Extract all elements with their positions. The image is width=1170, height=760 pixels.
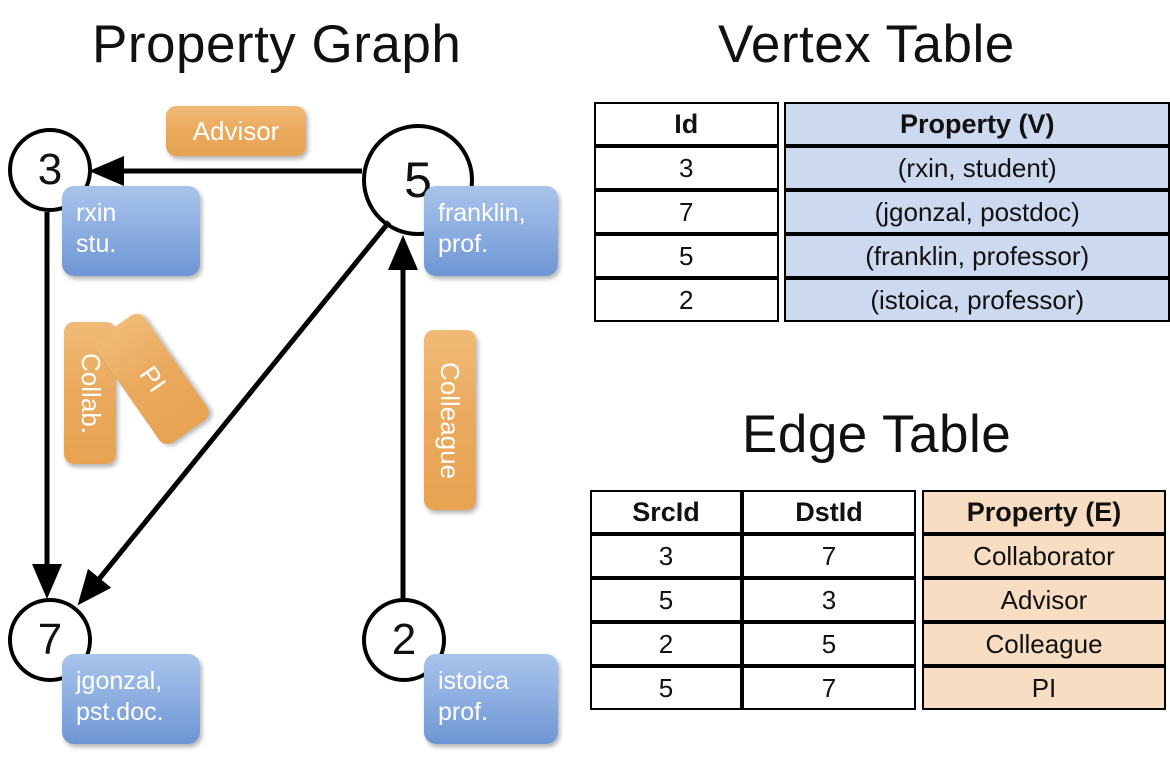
edge-row-1-dst: 3 <box>742 578 916 622</box>
edge-label-advisor: Advisor <box>166 106 306 156</box>
vertex-table-header-id: Id <box>594 102 779 146</box>
vertex-table: Id Property (V) 3 (rxin, student) 7 (jgo… <box>594 102 1170 322</box>
edge-row-2-src: 2 <box>590 622 742 666</box>
graph-node-2-label: 2 <box>391 615 417 664</box>
graph-node-7-label: 7 <box>37 615 63 664</box>
edge-label-collab-text: Collab. <box>75 352 106 434</box>
page-title-vertex-table: Vertex Table <box>718 15 1015 74</box>
edge-row-1-property: Advisor <box>922 578 1166 622</box>
edge-table-header-row: SrcId DstId Property (E) <box>590 490 1166 534</box>
table-row: 5 7 PI <box>590 666 1166 710</box>
edge-row-3-src: 5 <box>590 666 742 710</box>
vertex-row-0-property: (rxin, student) <box>784 146 1170 190</box>
edge-label-pi-text: PI <box>133 360 172 398</box>
vertex-property-box-7: jgonzal, pst.doc. <box>62 654 200 744</box>
vertex-property-3-line2: stu. <box>76 230 117 259</box>
edge-table-column-separator <box>916 490 922 534</box>
edge-label-colleague: Colleague <box>424 330 476 510</box>
vertex-table-column-separator <box>778 190 785 234</box>
vertex-property-5-line2: prof. <box>438 230 489 259</box>
vertex-property-5-line1: franklin, <box>438 199 526 227</box>
graph-node-3-label: 3 <box>37 145 63 194</box>
graph-node-5[interactable]: 5 <box>362 124 474 236</box>
vertex-row-3-property: (istoica, professor) <box>784 278 1170 322</box>
table-row: 7 (jgonzal, postdoc) <box>594 190 1170 234</box>
edge-row-3-dst: 7 <box>742 666 916 710</box>
graph-edges-svg <box>32 156 418 606</box>
vertex-row-1-id: 7 <box>594 190 779 234</box>
vertex-table-header-row: Id Property (V) <box>594 102 1170 146</box>
vertex-table-column-separator <box>778 278 785 322</box>
vertex-table-column-separator <box>778 234 785 278</box>
vertex-property-box-3: rxin stu. <box>62 186 200 276</box>
table-row: 5 3 Advisor <box>590 578 1166 622</box>
edge-table-column-separator <box>916 666 922 710</box>
edge-row-0-property: Collaborator <box>922 534 1166 578</box>
edge-row-2-dst: 5 <box>742 622 916 666</box>
vertex-property-3-line1: rxin <box>76 199 117 227</box>
vertex-row-3-id: 2 <box>594 278 779 322</box>
vertex-table-column-separator <box>778 146 785 190</box>
vertex-property-7-line2: pst.doc. <box>76 698 164 727</box>
vertex-property-2-line2: prof. <box>438 698 489 727</box>
edge-row-1-src: 5 <box>590 578 742 622</box>
graph-node-2[interactable]: 2 <box>362 598 446 682</box>
edge-table-header-srcid: SrcId <box>590 490 742 534</box>
edge-table: SrcId DstId Property (E) 3 7 Collaborato… <box>590 490 1166 710</box>
page-title-property-graph: Property Graph <box>92 15 462 74</box>
vertex-property-2-line1: istoica <box>438 667 509 695</box>
edge-label-advisor-text: Advisor <box>192 115 280 146</box>
vertex-row-2-id: 5 <box>594 234 779 278</box>
property-graph-panel: Property Graph 3 5 7 2 rxin stu. frankli… <box>8 15 558 744</box>
edge-label-colleague-text: Colleague <box>435 361 466 479</box>
vertex-row-2-property: (franklin, professor) <box>784 234 1170 278</box>
edge-table-column-separator <box>916 534 922 578</box>
edge-table-header-property: Property (E) <box>922 490 1166 534</box>
page-title-edge-table: Edge Table <box>742 405 1012 464</box>
edge-row-3-property: PI <box>922 666 1166 710</box>
edge-5-to-7 <box>77 220 391 606</box>
edge-table-column-separator <box>916 622 922 666</box>
edge-table-column-separator <box>916 578 922 622</box>
table-row: 3 (rxin, student) <box>594 146 1170 190</box>
edge-row-0-src: 3 <box>590 534 742 578</box>
table-row: 2 5 Colleague <box>590 622 1166 666</box>
table-row: 5 (franklin, professor) <box>594 234 1170 278</box>
vertex-property-box-5: franklin, prof. <box>424 186 558 276</box>
edge-row-2-property: Colleague <box>922 622 1166 666</box>
table-row: 2 (istoica, professor) <box>594 278 1170 322</box>
vertex-table-column-separator <box>778 102 785 146</box>
vertex-row-1-property: (jgonzal, postdoc) <box>784 190 1170 234</box>
table-row: 3 7 Collaborator <box>590 534 1166 578</box>
vertex-row-0-id: 3 <box>594 146 779 190</box>
edge-table-header-dstid: DstId <box>742 490 916 534</box>
graph-node-3[interactable]: 3 <box>8 128 92 212</box>
vertex-table-header-property: Property (V) <box>784 102 1170 146</box>
edge-row-0-dst: 7 <box>742 534 916 578</box>
graph-node-7[interactable]: 7 <box>8 598 92 682</box>
vertex-property-7-line1: jgonzal, <box>76 667 163 695</box>
vertex-property-box-2: istoica prof. <box>424 654 558 744</box>
